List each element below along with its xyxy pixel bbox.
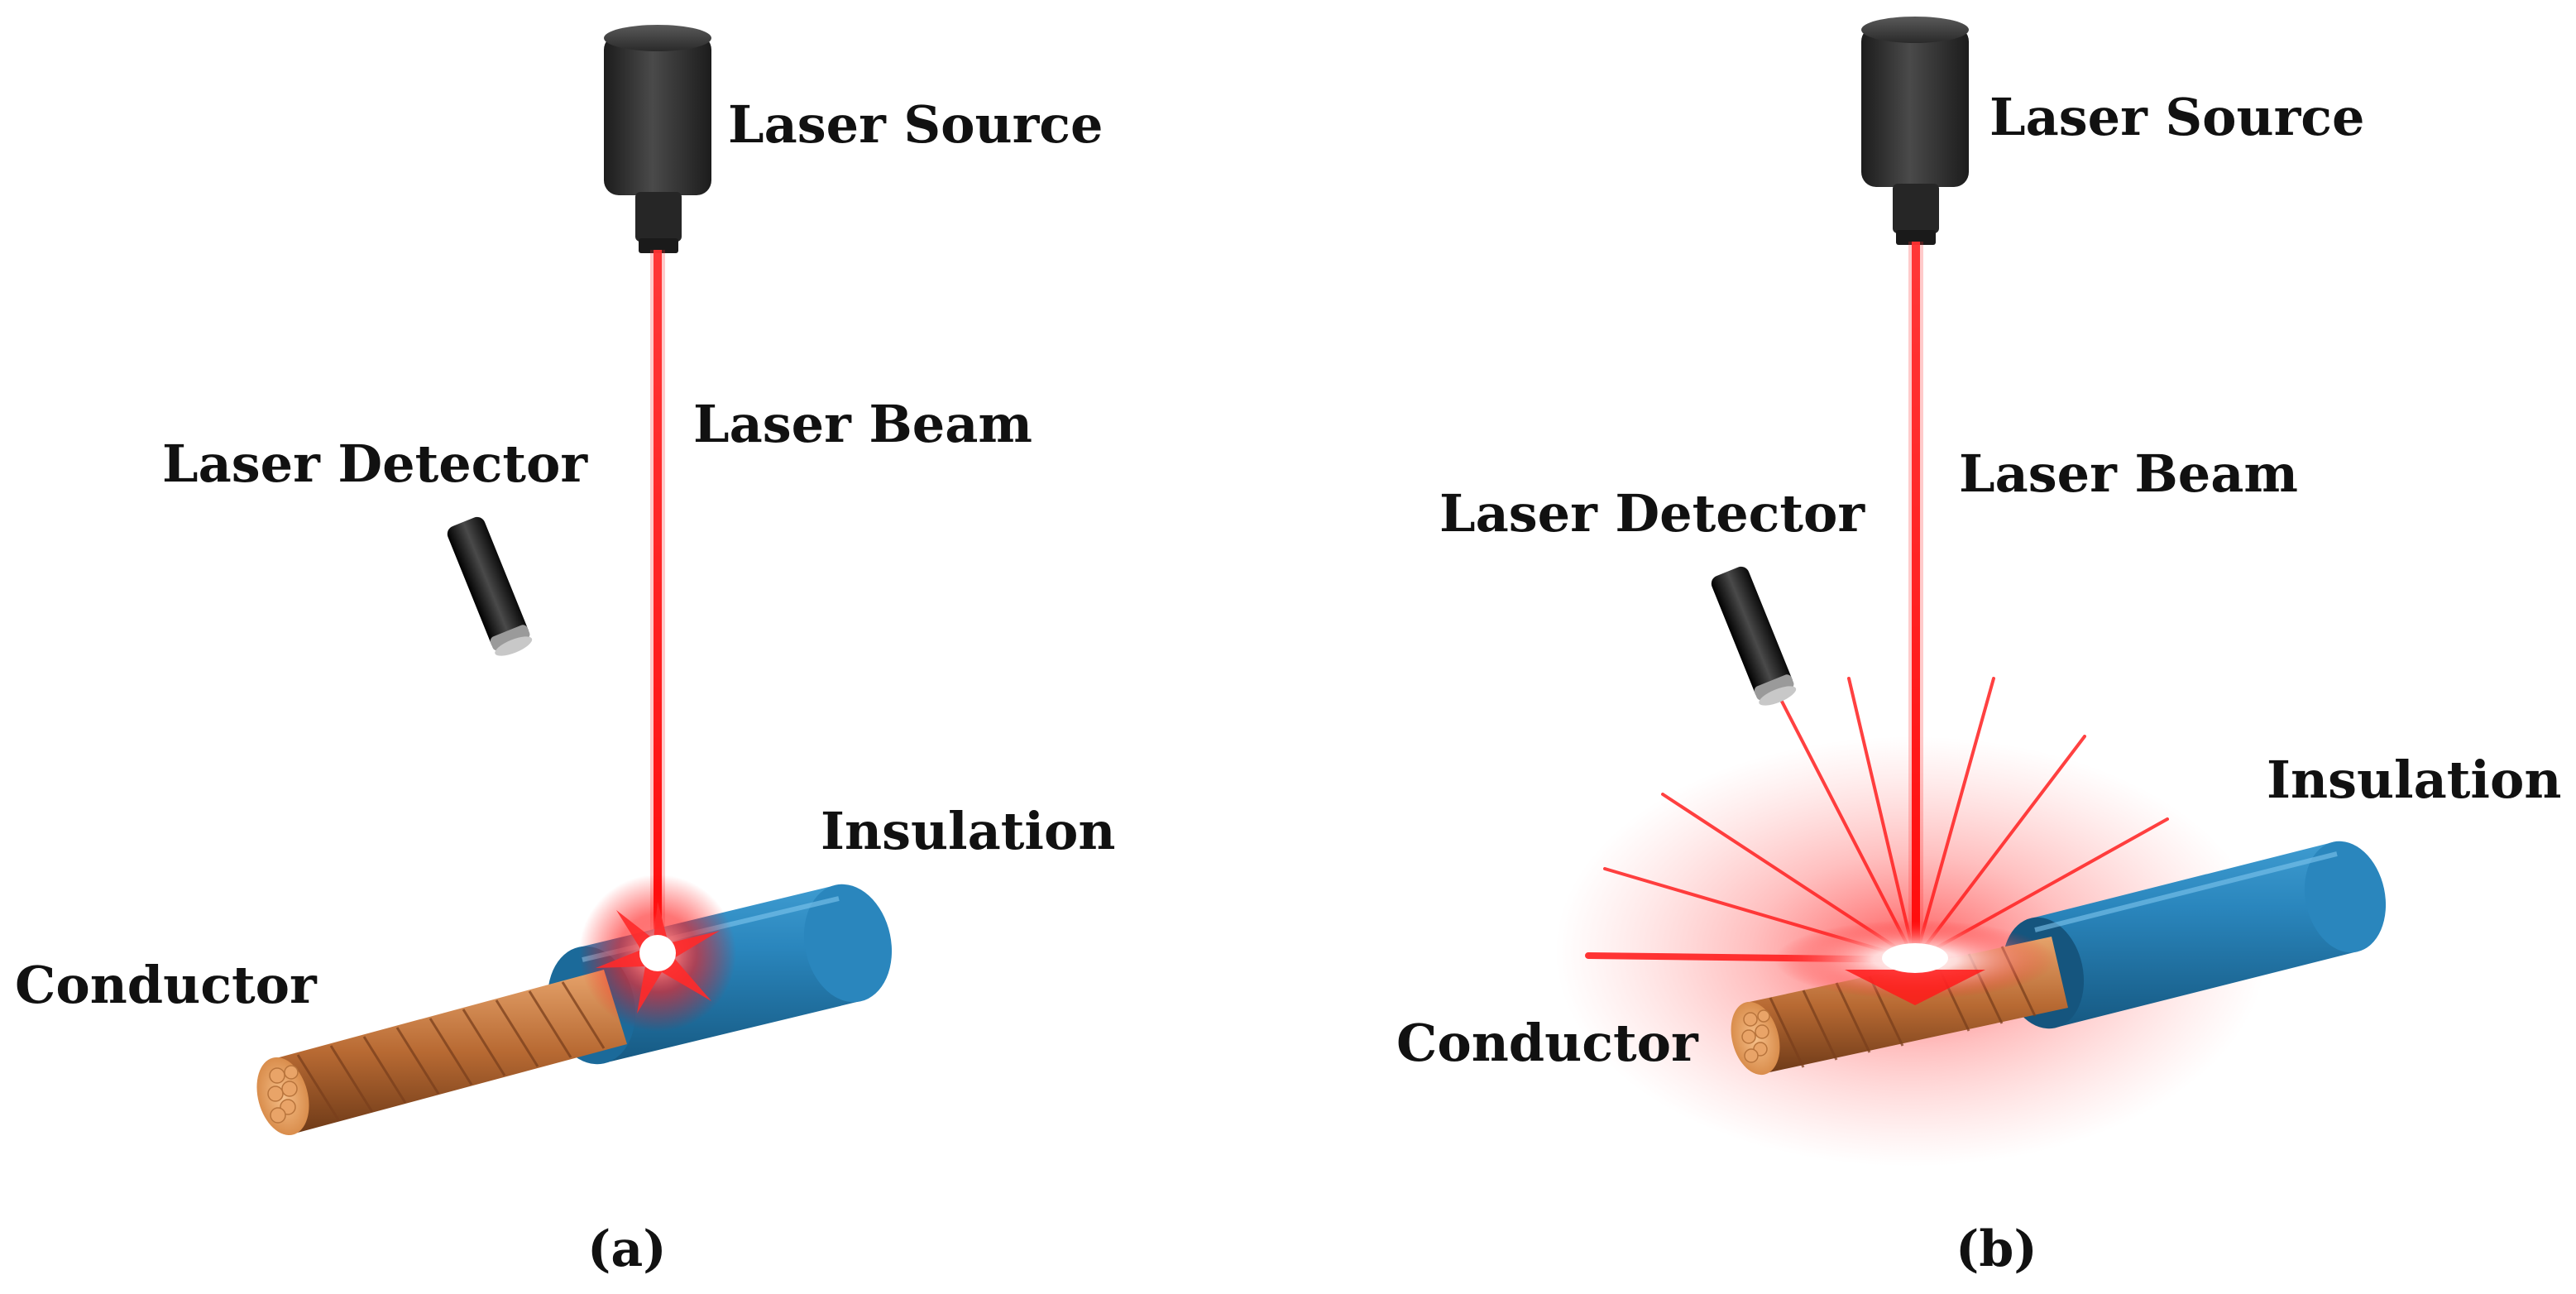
laser-beam <box>654 250 662 953</box>
conductor-wire <box>256 970 627 1136</box>
conductor-label: Conductor <box>1396 1013 1699 1073</box>
laser-source-icon <box>604 25 711 253</box>
laser-beam-label: Laser Beam <box>693 394 1032 454</box>
laser-beam-label: Laser Beam <box>1959 443 2298 504</box>
panel-a: Laser Source Laser Beam Laser Detector I… <box>15 25 1115 1278</box>
panel-b: Laser Source Laser Beam Laser Detector I… <box>1396 17 2561 1278</box>
laser-detector-label: Laser Detector <box>1439 483 1865 544</box>
laser-detector-icon <box>1711 566 1797 706</box>
insulation-label: Insulation <box>821 801 1115 861</box>
laser-impact-spot <box>579 875 736 1032</box>
laser-source-label: Laser Source <box>728 94 1103 155</box>
conductor-label: Conductor <box>15 955 318 1015</box>
laser-detector-label: Laser Detector <box>162 434 588 494</box>
plasma-core <box>1774 920 2056 1005</box>
laser-detector-icon <box>447 516 533 656</box>
panel-b-caption: (b) <box>1956 1220 2037 1278</box>
panel-a-caption: (a) <box>587 1220 667 1278</box>
laser-beam <box>1912 242 1920 960</box>
laser-source-icon <box>1861 17 1969 245</box>
insulation-label: Insulation <box>2267 750 2561 810</box>
laser-source-label: Laser Source <box>1989 87 2364 147</box>
